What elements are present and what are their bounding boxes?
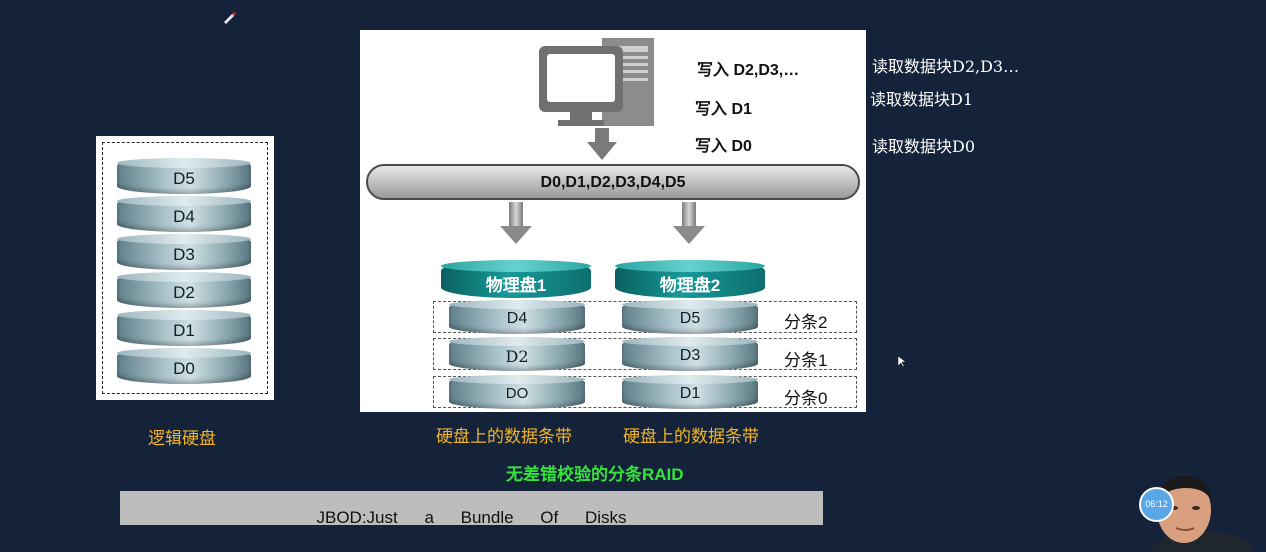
- read-label-d1: 读取数据块D1: [870, 90, 974, 109]
- read-label-d0: 读取数据块D0: [872, 137, 976, 156]
- raid-diagram-panel: 写入 D2,D3,… 写入 D1 写入 D0 D0,D1,D2,D3,D4,D5…: [360, 30, 866, 412]
- disk2-block-d5: D5: [622, 300, 758, 334]
- data-sequence-label: D0,D1,D2,D3,D4,D5: [540, 174, 686, 191]
- disk-block-label: D3: [679, 347, 701, 364]
- disk-block-label: D4: [506, 310, 528, 327]
- logical-block-label: D1: [173, 321, 195, 340]
- logical-block-label: D4: [173, 207, 195, 226]
- logical-block-d0: D0: [117, 348, 251, 384]
- read-label-d2-d3: 读取数据块D2,D3…: [872, 57, 1020, 76]
- down-arrow-icon: [500, 226, 532, 244]
- disk-block-label: D2: [505, 347, 529, 366]
- logical-disk-caption: 逻辑硬盘: [148, 429, 216, 448]
- logical-block-d4: D4: [117, 196, 251, 232]
- physical-disk-2-label: 物理盘2: [659, 276, 721, 295]
- physical-disk-1-label: 物理盘1: [485, 276, 547, 295]
- timer-badge: 06:12: [1139, 487, 1174, 522]
- arrow-shaft-disk1: [509, 202, 523, 226]
- disk2-caption: 硬盘上的数据条带: [623, 427, 759, 446]
- stripe-label-0: 分条0: [784, 389, 828, 408]
- disk2-block-d3: D3: [622, 337, 758, 371]
- down-arrow-icon: [673, 226, 705, 244]
- logical-block-label: D2: [173, 283, 195, 302]
- logical-block-label: D0: [173, 359, 195, 378]
- disk1-block-d4: D4: [449, 300, 585, 334]
- computer-icon: [538, 36, 658, 171]
- write-label-d2-d3: 写入 D2,D3,…: [697, 62, 800, 79]
- logical-block-d1: D1: [117, 310, 251, 346]
- disk1-block-d2: D2: [449, 337, 585, 371]
- physical-disk-2-head: 物理盘2: [615, 260, 765, 298]
- logical-block-d2: D2: [117, 272, 251, 308]
- disk-block-label: DO: [505, 385, 529, 402]
- raid-title: 无差错校验的分条RAID: [506, 465, 684, 484]
- physical-disk-1-head: 物理盘1: [441, 260, 591, 298]
- logical-block-d5: D5: [117, 158, 251, 194]
- write-label-d1: 写入 D1: [695, 101, 752, 118]
- logical-block-label: D5: [173, 169, 195, 188]
- stripe-label-1: 分条1: [784, 351, 828, 370]
- logical-disk-border: [102, 142, 268, 394]
- data-sequence-bar: D0,D1,D2,D3,D4,D5: [366, 164, 860, 200]
- logical-disk-panel: D5 D4 D3 D2 D1 D0: [96, 136, 274, 400]
- jbod-bar: JBOD:Just a Bundle Of Disks: [120, 491, 823, 527]
- disk2-block-d1: D1: [622, 375, 758, 409]
- mouse-cursor-icon: [897, 355, 907, 373]
- arrow-shaft-disk2: [682, 202, 696, 226]
- disk-block-label: D5: [679, 310, 701, 327]
- write-label-d0: 写入 D0: [695, 138, 752, 155]
- disk1-caption: 硬盘上的数据条带: [436, 427, 572, 446]
- logical-block-label: D3: [173, 245, 195, 264]
- disk-block-label: D1: [679, 385, 701, 402]
- jbod-text: JBOD:Just a Bundle Of Disks: [316, 508, 627, 527]
- pen-cursor-icon: [222, 10, 236, 29]
- logical-block-d3: D3: [117, 234, 251, 270]
- disk1-block-d0: DO: [449, 375, 585, 409]
- presenter-webcam: [1140, 472, 1266, 552]
- stripe-label-2: 分条2: [784, 313, 828, 332]
